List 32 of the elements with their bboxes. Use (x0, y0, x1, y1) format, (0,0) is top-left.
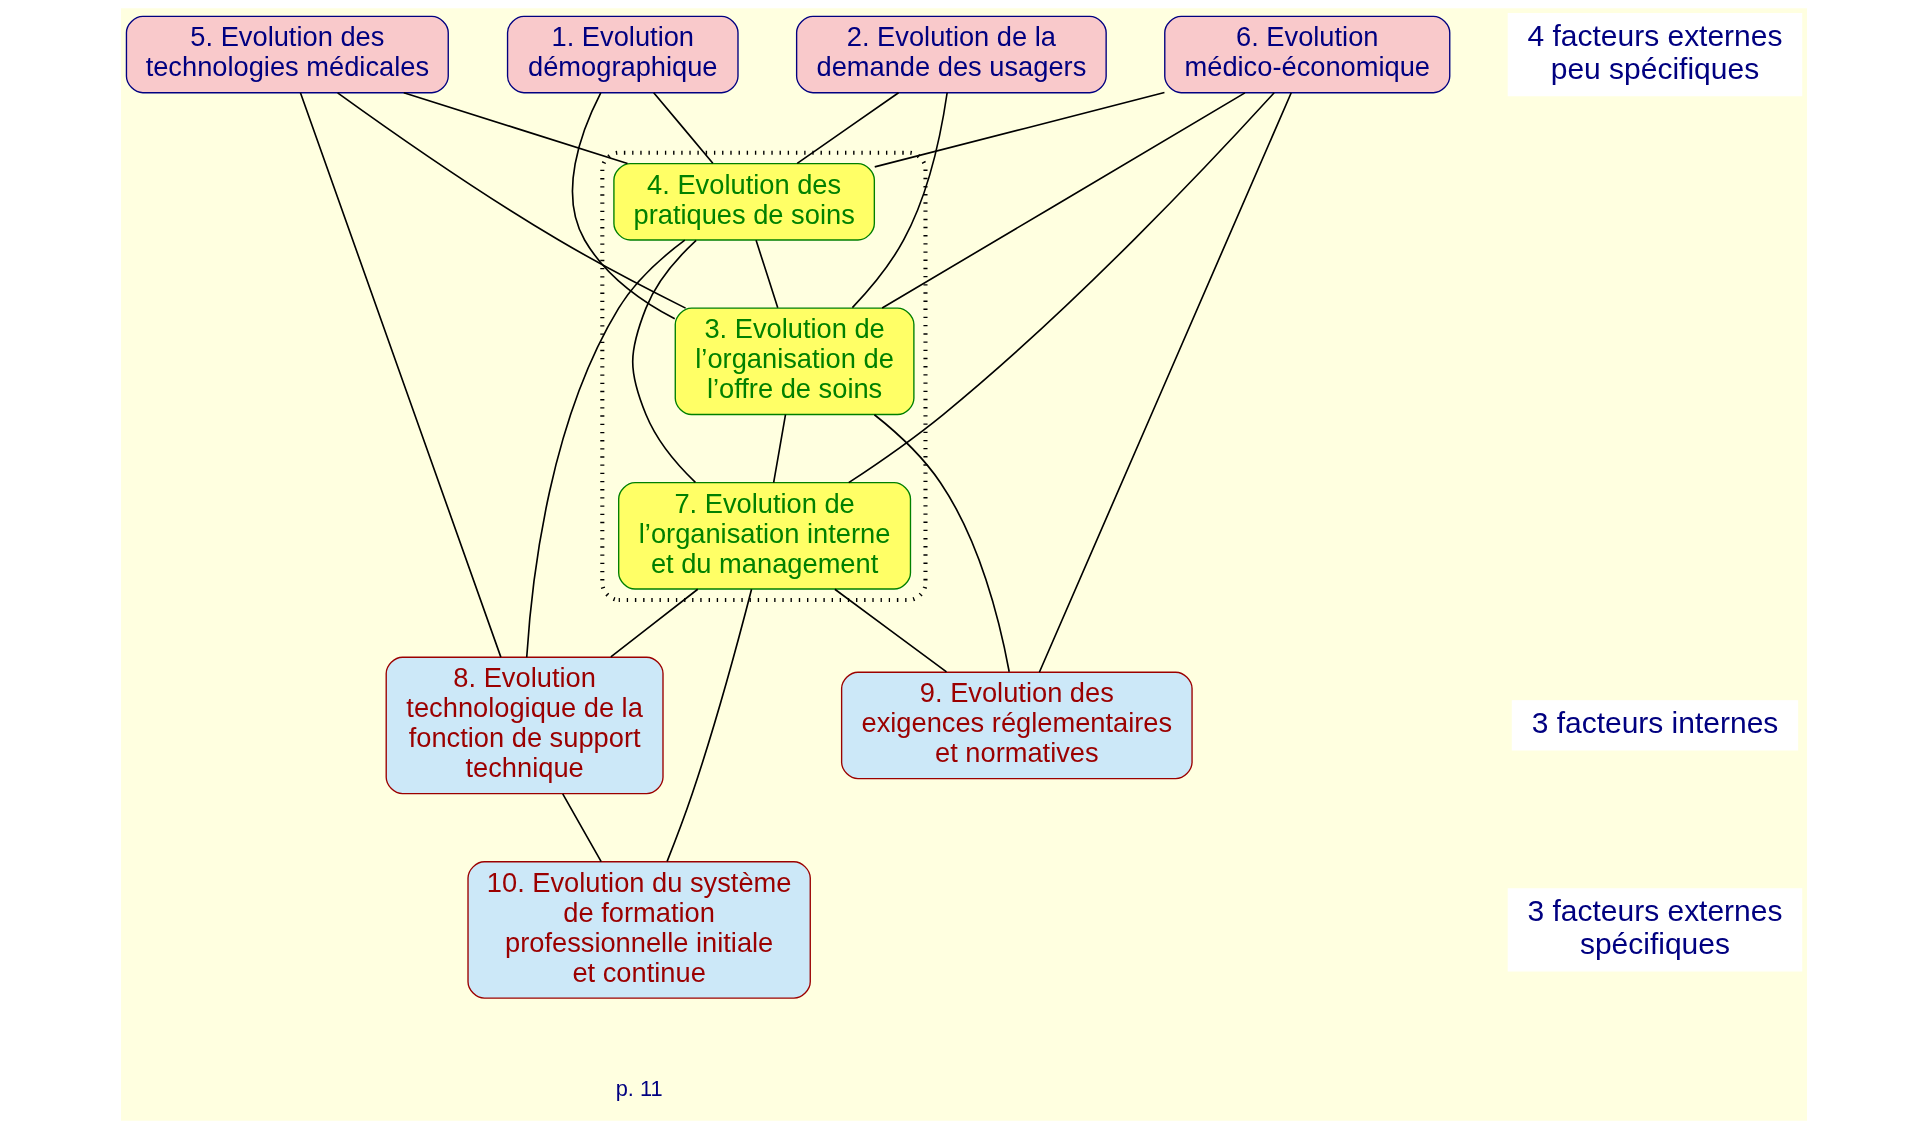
connector (880, 92, 1246, 309)
label: 3 facteurs internes (1531, 706, 1778, 740)
node-box: 8. Evolution technologique de la fonction de support technique (385, 656, 664, 795)
connector (873, 91, 1165, 168)
connector (631, 239, 697, 484)
cluster (599, 150, 928, 602)
node-box: 7. Evolution de l’organisation interne et du management (617, 482, 911, 590)
label: 4 facteurs externes peu spécifiques (1526, 18, 1782, 85)
label: 3 facteurs externes spécifiques (1526, 894, 1782, 960)
connector (525, 239, 686, 658)
connector (299, 91, 502, 658)
connector (665, 588, 752, 863)
node-box: 10. Evolution du système de formation professionnelle initiale et continue (466, 861, 811, 999)
label: p. 11 (615, 1076, 663, 1101)
connector (754, 239, 779, 309)
connector (873, 413, 1010, 673)
node-box: 4. Evolution des pratiques de soins (612, 162, 875, 241)
node-box: 5. Evolution des technologies médicales (125, 15, 449, 94)
node-box: 3. Evolution de l’organisation de l’offre de soins (674, 307, 915, 416)
connector (402, 91, 628, 165)
connector (851, 91, 948, 309)
node-box: 6. Evolution médico-économique (1163, 15, 1450, 94)
node-box: 9. Evolution des exigences réglementaires et normatives (840, 671, 1193, 780)
connector (1038, 91, 1292, 674)
connector (772, 413, 786, 484)
connector (833, 588, 947, 673)
connector (561, 793, 602, 863)
node-box: 2. Evolution de la demande des usagers (795, 15, 1107, 94)
connector (336, 92, 686, 309)
node-box: 1. Evolution démographique (506, 15, 739, 94)
connector (847, 91, 1275, 484)
connector (571, 92, 676, 320)
